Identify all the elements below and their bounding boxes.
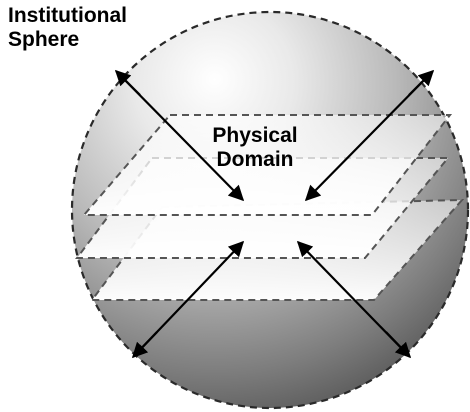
- domain-label-line2: Domain: [216, 148, 294, 172]
- domain-label-line1: Physical: [212, 124, 298, 147]
- plane-top-physical-domain: [81, 114, 453, 216]
- arrow-bottom-left-outer: [131, 331, 158, 359]
- institutional-sphere-label: Institutional Sphere: [8, 4, 127, 52]
- sphere-label-line1: Institutional: [8, 4, 127, 27]
- arrow-top-right-outer: [408, 69, 435, 96]
- arrow-bottom-right-outer: [385, 331, 412, 359]
- sphere-label-line2: Sphere: [8, 28, 80, 52]
- physical-domain-label: Physical Domain: [200, 124, 310, 172]
- arrow-top-left-outer: [114, 69, 141, 96]
